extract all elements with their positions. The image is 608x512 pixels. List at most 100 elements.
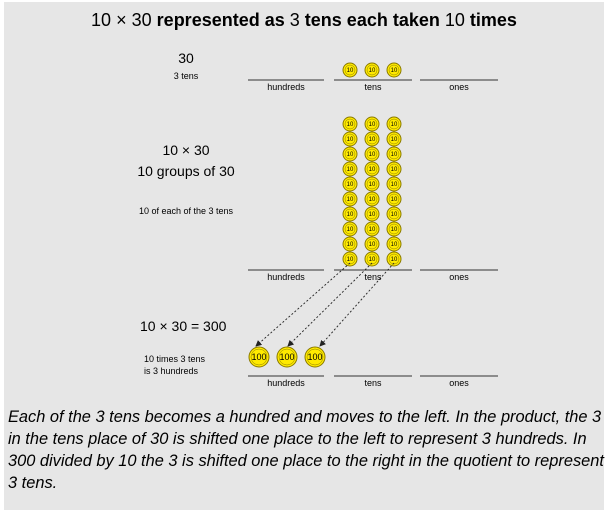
row2-desc: 10 of each of the 3 tens [139, 206, 234, 216]
disc-label: 10 [369, 257, 376, 263]
ten-disc: 10 [364, 191, 380, 207]
disc-label: 10 [391, 137, 398, 143]
disc-label: 10 [391, 212, 398, 218]
diagram-title: 10 × 30 represented as 3 tens each taken… [4, 10, 604, 31]
disc-label: 10 [369, 212, 376, 218]
disc-label: 10 [369, 242, 376, 248]
disc-circle [276, 346, 298, 368]
disc-label: 10 [347, 257, 354, 263]
disc-inner-ring [344, 208, 356, 220]
disc-inner-ring [366, 148, 378, 160]
row3-expr: 10 × 30 = 300 [140, 318, 227, 334]
ten-disc: 10 [342, 146, 358, 162]
disc-inner-ring [344, 148, 356, 160]
row3-desc-line1: 10 times 3 tens [144, 354, 206, 364]
disc-label: 10 [347, 122, 354, 128]
disc-label: 10 [347, 167, 354, 173]
place-label-tens: tens [364, 272, 382, 282]
ten-disc: 10 [342, 131, 358, 147]
disc-inner-ring [344, 223, 356, 235]
disc-label: 10 [369, 227, 376, 233]
ten-disc: 10 [364, 176, 380, 192]
disc-label: 10 [347, 227, 354, 233]
disc-inner-ring [366, 118, 378, 130]
place-label-ones: ones [449, 272, 469, 282]
disc-inner-ring [366, 208, 378, 220]
disc-label: 10 [369, 137, 376, 143]
disc-inner-ring [366, 193, 378, 205]
disc-label: 10 [391, 152, 398, 158]
disc-inner-ring [278, 348, 296, 366]
disc-label: 10 [391, 242, 398, 248]
disc-inner-ring [344, 238, 356, 250]
disc-label: 10 [347, 182, 354, 188]
title-factor-b: 30 [131, 10, 152, 30]
row2-expr: 10 × 30 [162, 142, 209, 158]
disc-inner-ring [344, 118, 356, 130]
place-label-tens: tens [364, 82, 382, 92]
arrow-3 [319, 262, 395, 347]
disc-label: 10 [391, 167, 398, 173]
ten-disc: 10 [386, 161, 402, 177]
ten-disc: 10 [342, 251, 358, 267]
disc-inner-ring [388, 253, 400, 265]
ten-disc: 10 [364, 251, 380, 267]
disc-inner-ring [366, 223, 378, 235]
disc-label: 100 [251, 352, 266, 362]
disc-label: 10 [347, 197, 354, 203]
disc-label: 10 [369, 68, 376, 74]
ten-disc: 10 [364, 161, 380, 177]
ten-disc: 10 [364, 146, 380, 162]
hundred-disc: 100 [248, 346, 270, 368]
title-factor-a: 10 [91, 10, 112, 30]
disc-inner-ring [344, 163, 356, 175]
disc-inner-ring [388, 178, 400, 190]
regroup-arrows [255, 262, 395, 347]
ten-disc: 10 [342, 176, 358, 192]
disc-label: 10 [391, 227, 398, 233]
disc-label: 10 [369, 182, 376, 188]
disc-inner-ring [344, 64, 356, 76]
disc-label: 10 [347, 212, 354, 218]
ten-disc: 10 [364, 62, 380, 78]
disc-inner-ring [388, 223, 400, 235]
ten-disc: 10 [386, 236, 402, 252]
title-count: 3 [289, 10, 300, 30]
hundred-disc: 100 [304, 346, 326, 368]
arrow-1 [255, 262, 351, 347]
disc-label: 10 [347, 68, 354, 74]
ten-disc: 10 [386, 221, 402, 237]
title-times-sign: × [116, 10, 127, 30]
place-value-diagram: 30 3 tens 10 × 30 10 groups of 30 10 of … [137, 50, 498, 388]
ten-disc: 10 [364, 206, 380, 222]
disc-inner-ring [344, 178, 356, 190]
disc-inner-ring [388, 238, 400, 250]
ten-disc: 10 [386, 116, 402, 132]
disc-inner-ring [388, 118, 400, 130]
disc-circle [248, 346, 270, 368]
disc-inner-ring [366, 178, 378, 190]
ten-disc: 10 [386, 191, 402, 207]
row2-groups: 10 groups of 30 [137, 163, 235, 179]
ten-disc: 10 [386, 62, 402, 78]
disc-label: 10 [391, 68, 398, 74]
disc-label: 100 [307, 352, 322, 362]
ten-disc: 10 [342, 221, 358, 237]
place-label-hundreds: hundreds [267, 378, 305, 388]
disc-inner-ring [366, 238, 378, 250]
ten-disc: 10 [386, 176, 402, 192]
hundred-disc: 100 [276, 346, 298, 368]
ten-disc: 10 [364, 236, 380, 252]
disc-inner-ring [388, 148, 400, 160]
disc-inner-ring [366, 163, 378, 175]
disc-label: 10 [369, 197, 376, 203]
disc-label: 10 [391, 197, 398, 203]
caption-text: Each of the 3 tens becomes a hundred and… [8, 408, 604, 492]
disc-label: 10 [369, 152, 376, 158]
place-label-ones: ones [449, 378, 469, 388]
place-label-hundreds: hundreds [267, 272, 305, 282]
disc-label: 100 [279, 352, 294, 362]
place-label-tens: tens [364, 378, 382, 388]
